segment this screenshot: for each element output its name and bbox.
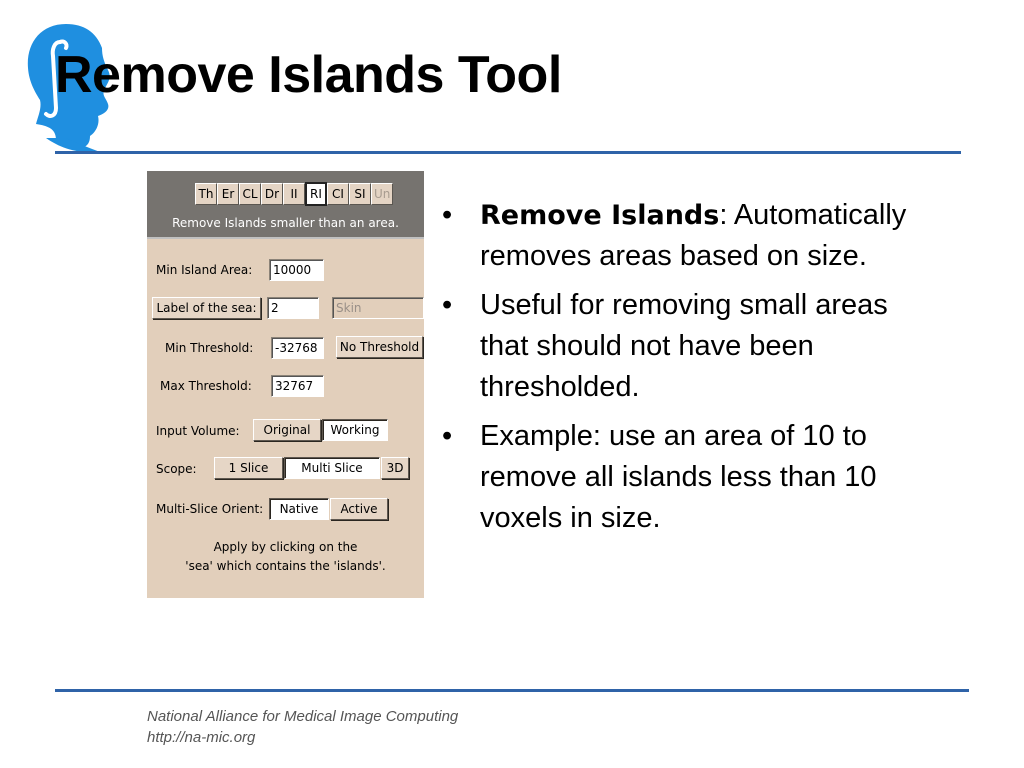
footer-url: http://na-mic.org [147,729,256,746]
max-threshold-input[interactable]: 32767 [271,375,324,397]
input-volume-label: Input Volume: [156,424,240,438]
tab-ci[interactable]: CI [327,183,349,205]
bullet-heading: Remove Islands [480,200,720,231]
scope-1-slice-button[interactable]: 1 Slice [214,457,283,479]
bullet-list: • Remove Islands: Automatically removes a… [442,195,942,547]
tab-er[interactable]: Er [217,183,239,205]
tab-ii[interactable]: II [283,183,305,205]
scope-label: Scope: [156,462,197,476]
bullet-item: • Remove Islands: Automatically removes a… [442,195,942,277]
bullet-text: Example: use an area of 10 to remove all… [480,420,877,534]
label-of-sea-button[interactable]: Label of the sea: [152,297,261,319]
tab-dr[interactable]: Dr [261,183,283,205]
multi-slice-orient-label: Multi-Slice Orient: [156,502,264,516]
slide-title: Remove Islands Tool [55,46,562,104]
effect-tabs: Th Er CL Dr II RI CI SI Un [195,182,394,206]
input-volume-working-button[interactable]: Working [322,419,388,441]
bullet-dot: • [442,420,453,452]
input-volume-original-button[interactable]: Original [253,419,321,441]
orient-native-button[interactable]: Native [269,498,329,520]
tab-th[interactable]: Th [195,183,217,205]
sea-label-input[interactable]: 2 [267,297,319,319]
sea-label-name-field: Skin [332,297,424,319]
orient-active-button[interactable]: Active [330,498,388,520]
bullet-dot: • [442,289,453,321]
min-threshold-input[interactable]: -32768 [271,337,324,359]
head-profile-logo-icon [27,24,110,153]
footer-divider [55,689,969,692]
scope-multi-slice-button[interactable]: Multi Slice [284,457,380,479]
footer-organization: National Alliance for Medical Image Comp… [147,708,459,725]
apply-note-line2: 'sea' which contains the 'islands'. [185,559,386,573]
bullet-item: • Example: use an area of 10 to remove al… [442,416,942,539]
min-island-area-input[interactable]: 10000 [269,259,324,281]
min-threshold-label: Min Threshold: [165,341,254,355]
bullet-text: : Automatically removes areas based on s… [480,199,907,272]
bullet-dot: • [442,199,453,231]
tab-cl[interactable]: CL [239,183,261,205]
min-island-area-label: Min Island Area: [156,263,253,277]
effect-description: Remove Islands smaller than an area. [172,216,399,230]
footer: National Alliance for Medical Image Comp… [147,706,458,748]
max-threshold-label: Max Threshold: [160,379,252,393]
bullet-item: • Useful for removing small areas that sh… [442,285,942,408]
bullet-text: Useful for removing small areas that sho… [480,289,888,403]
tab-un: Un [371,183,394,205]
title-divider [55,151,961,154]
remove-islands-panel: Th Er CL Dr II RI CI SI Un Remove Island… [147,171,424,598]
no-threshold-button[interactable]: No Threshold [336,336,423,358]
tab-ri[interactable]: RI [305,182,327,206]
scope-3d-button[interactable]: 3D [381,457,409,479]
apply-note-line1: Apply by clicking on the [213,540,358,554]
panel-header: Th Er CL Dr II RI CI SI Un Remove Island… [147,171,424,239]
tab-si[interactable]: SI [349,183,371,205]
